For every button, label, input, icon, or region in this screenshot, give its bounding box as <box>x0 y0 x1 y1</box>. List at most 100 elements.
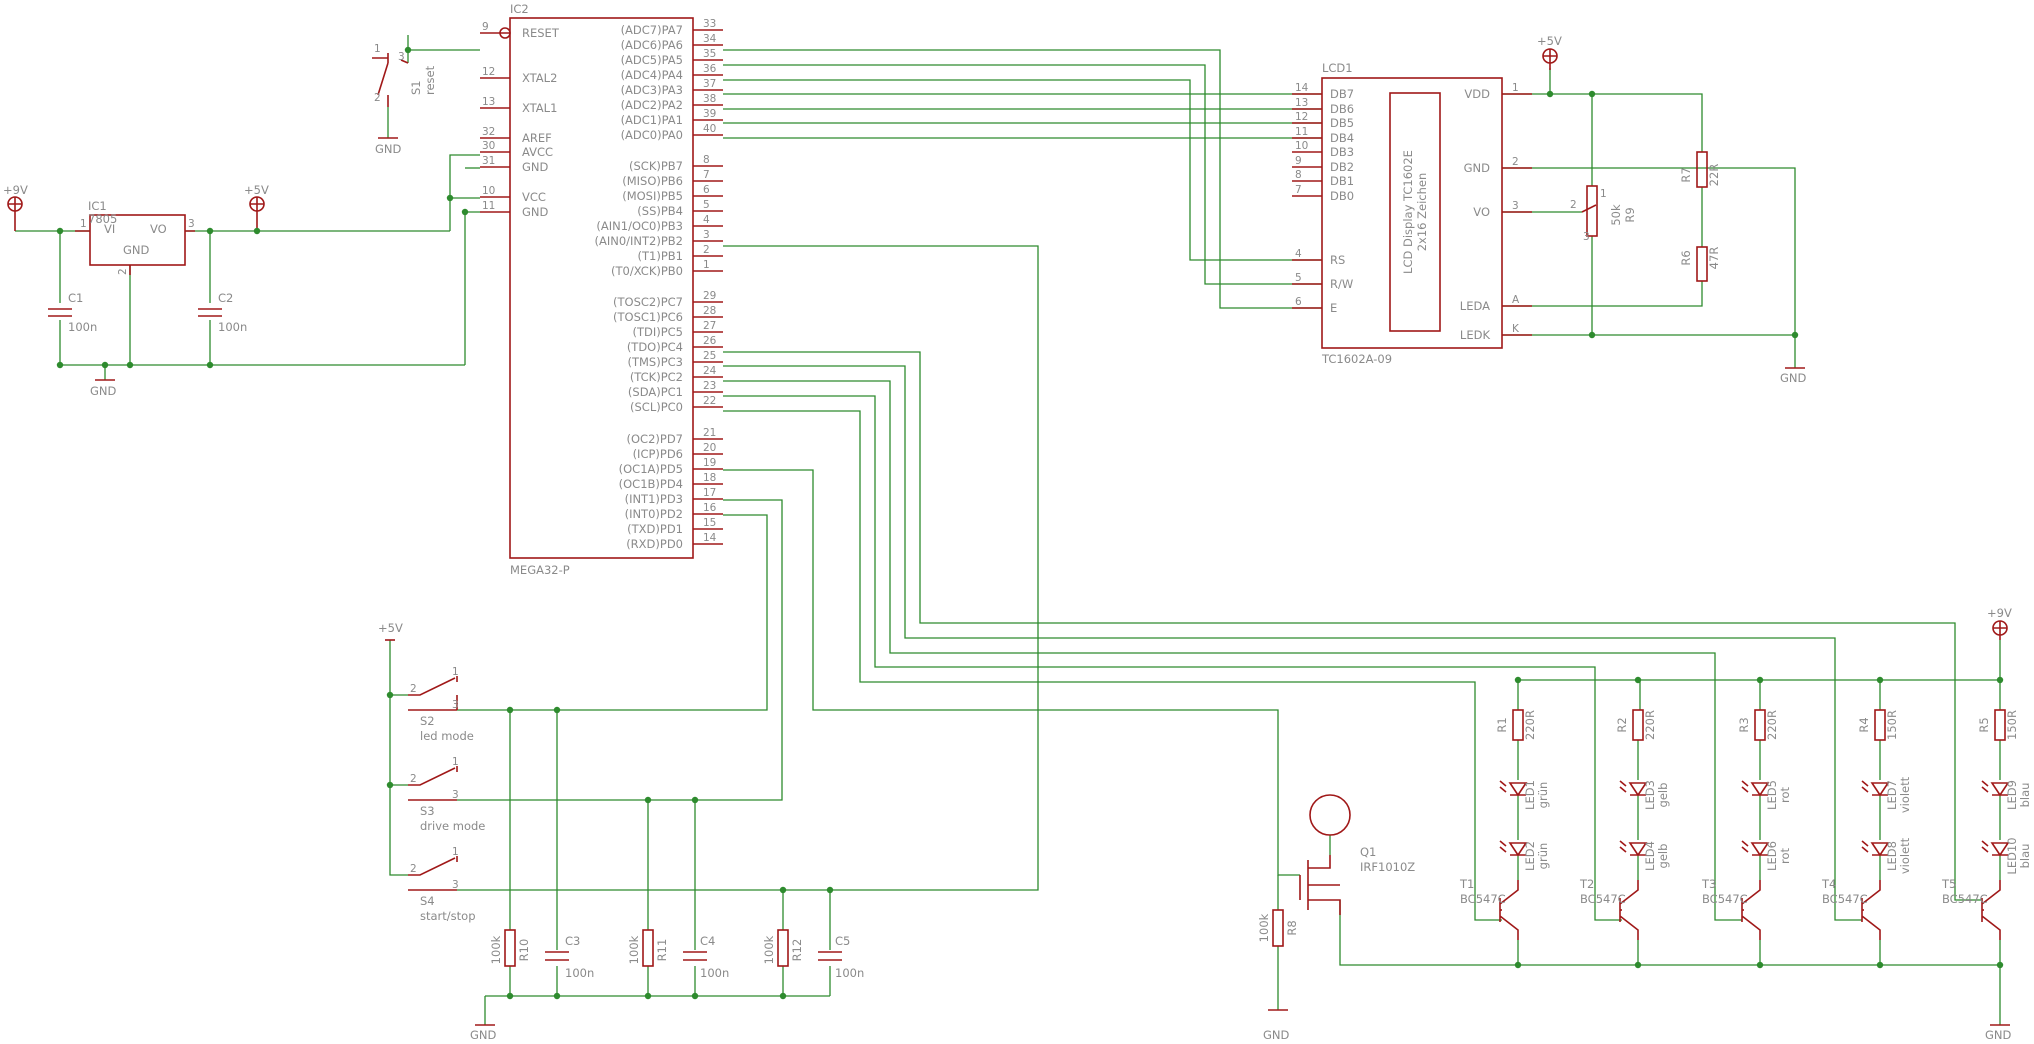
lcd-left-pin-number: 10 <box>1295 140 1308 152</box>
transistor-value: BC547C <box>1702 892 1748 906</box>
ic2-right-pin-name: (TCK)PC2 <box>630 370 683 384</box>
led-icon <box>1628 782 1648 797</box>
npn-transistor-icon <box>1619 880 1639 940</box>
r6-ref: R6 <box>1679 250 1693 265</box>
plus9v-led-supply-icon <box>1992 620 2008 640</box>
ic2-right-pin-name: (ICP)PD6 <box>633 447 683 461</box>
ic2-right-pin-number: 14 <box>703 532 717 544</box>
ic2-right-pin-name: (SDA)PC1 <box>628 385 683 399</box>
ic2-right-pin-name: (TOSC1)PC6 <box>613 310 683 324</box>
r12-ref: R12 <box>790 939 804 962</box>
potentiometer-icon <box>1581 185 1598 237</box>
ic2-right-pin-name: (TDI)PC5 <box>632 325 683 339</box>
led-emission-icon <box>1981 840 1989 853</box>
ic1-pin1: 1 <box>80 218 87 230</box>
lcd-value: TC1602A-09 <box>1321 352 1392 366</box>
r11-value: 100k <box>627 935 641 964</box>
junction-dot <box>56 361 64 369</box>
ic2-left-pin-name: XTAL2 <box>522 71 557 85</box>
ic2-left-pin-name: GND <box>522 205 549 219</box>
npn-transistor-icon <box>1861 880 1881 940</box>
ic2-right-pin-name: (TXD)PD1 <box>627 522 683 536</box>
ic2-right-pin-number: 21 <box>703 427 716 439</box>
lcd-left-pin-name: E <box>1330 301 1337 315</box>
junction-dot <box>1756 961 1764 969</box>
led-icon <box>1870 782 1890 797</box>
ic2-right-pin-number: 3 <box>703 229 710 241</box>
lcd-right-pin-name: LEDA <box>1460 299 1490 313</box>
gnd-label: GND <box>1780 371 1807 385</box>
junction-dot <box>1514 676 1522 684</box>
junction-dot <box>779 992 787 1000</box>
ic2-right-pin-name: (MOSI)PB5 <box>622 189 683 203</box>
junction-dot <box>461 208 469 216</box>
c4-value: 100n <box>700 966 729 980</box>
junction-dot <box>206 227 214 235</box>
r11-ref: R11 <box>655 939 669 962</box>
junction-dot <box>506 706 514 714</box>
lcd-right-pin-number: K <box>1512 323 1520 335</box>
ic2-right-pin-name: (TMS)PC3 <box>627 355 683 369</box>
ic2-right-pin-name: (ADC6)PA6 <box>621 38 683 52</box>
lcd-left-pin-number: 8 <box>1295 169 1302 181</box>
ic2-left-pin-number: 13 <box>482 96 495 108</box>
ic2-left-pin-number: 10 <box>482 185 495 197</box>
r12-value: 100k <box>762 935 776 964</box>
resistor-icon <box>1512 709 1524 741</box>
led-resistor-value: 220R <box>1765 710 1779 740</box>
s2-pin1: 1 <box>452 666 459 678</box>
c5-value: 100n <box>835 966 864 980</box>
ic2-microcontroller-body <box>509 17 694 559</box>
resistor-icon <box>1632 709 1644 741</box>
led-resistor-ref: R2 <box>1615 717 1629 732</box>
led-resistor-value: 220R <box>1523 710 1537 740</box>
junction-dot <box>126 361 134 369</box>
plus5v-switch-label: +5V <box>378 621 403 635</box>
plus5v-supply-icon <box>249 196 265 231</box>
led-emission-icon <box>1619 780 1627 793</box>
lcd-right-pin-name: GND <box>1464 161 1491 175</box>
ic2-right-pin-name: (TDO)PC4 <box>627 340 683 354</box>
junction-dot <box>1588 331 1596 339</box>
gnd-label: GND <box>90 384 117 398</box>
led-icon <box>1870 842 1890 857</box>
s2-label: led mode <box>420 729 474 743</box>
lcd-left-pin-name: DB5 <box>1330 116 1354 130</box>
ic2-right-pin-name: (ADC2)PA2 <box>621 98 683 112</box>
led-b-ref: LED4 <box>1643 841 1657 871</box>
resistor-icon <box>504 151 1708 967</box>
plus9v-supply-icon <box>7 196 23 231</box>
s3-pin3: 3 <box>452 789 459 801</box>
npn-transistor-icon <box>1741 880 1761 940</box>
transistor-value: BC547C <box>1822 892 1868 906</box>
ic2-right-pin-number: 18 <box>703 472 716 484</box>
lcd-left-pin-name: DB2 <box>1330 160 1354 174</box>
junction-dot <box>1546 90 1554 98</box>
junction-dot <box>1634 676 1642 684</box>
transistor-ref: T5 <box>1941 877 1956 891</box>
ic2-left-pin-name: GND <box>522 160 549 174</box>
q1-ref: Q1 <box>1360 845 1376 859</box>
led-icon <box>1508 842 1528 857</box>
junction-dot <box>553 992 561 1000</box>
ic2-right-pin-number: 5 <box>703 199 710 211</box>
r10-value: 100k <box>489 935 503 964</box>
junction-dot <box>1996 676 2004 684</box>
reset-switch-icon <box>372 53 409 107</box>
ic2-right-pin-number: 24 <box>703 365 717 377</box>
gnd-label: GND <box>1985 1028 2012 1042</box>
junction-dot <box>101 361 109 369</box>
led-b-ref: LED8 <box>1885 841 1899 871</box>
ic2-right-pin-number: 17 <box>703 487 716 499</box>
lcd-left-pin-number: 5 <box>1295 272 1302 284</box>
lcd-left-pin-name: DB7 <box>1330 87 1354 101</box>
ic2-right-pin-name: (ADC1)PA1 <box>621 113 683 127</box>
s3-ref: S3 <box>420 804 435 818</box>
led-icon <box>1628 842 1648 857</box>
led-emission-icon <box>1861 780 1869 793</box>
s2-ref: S2 <box>420 714 435 728</box>
led-resistor-value: 150R <box>2005 710 2019 740</box>
led-icon <box>1750 842 1770 857</box>
ic2-right-pin-number: 27 <box>703 320 716 332</box>
